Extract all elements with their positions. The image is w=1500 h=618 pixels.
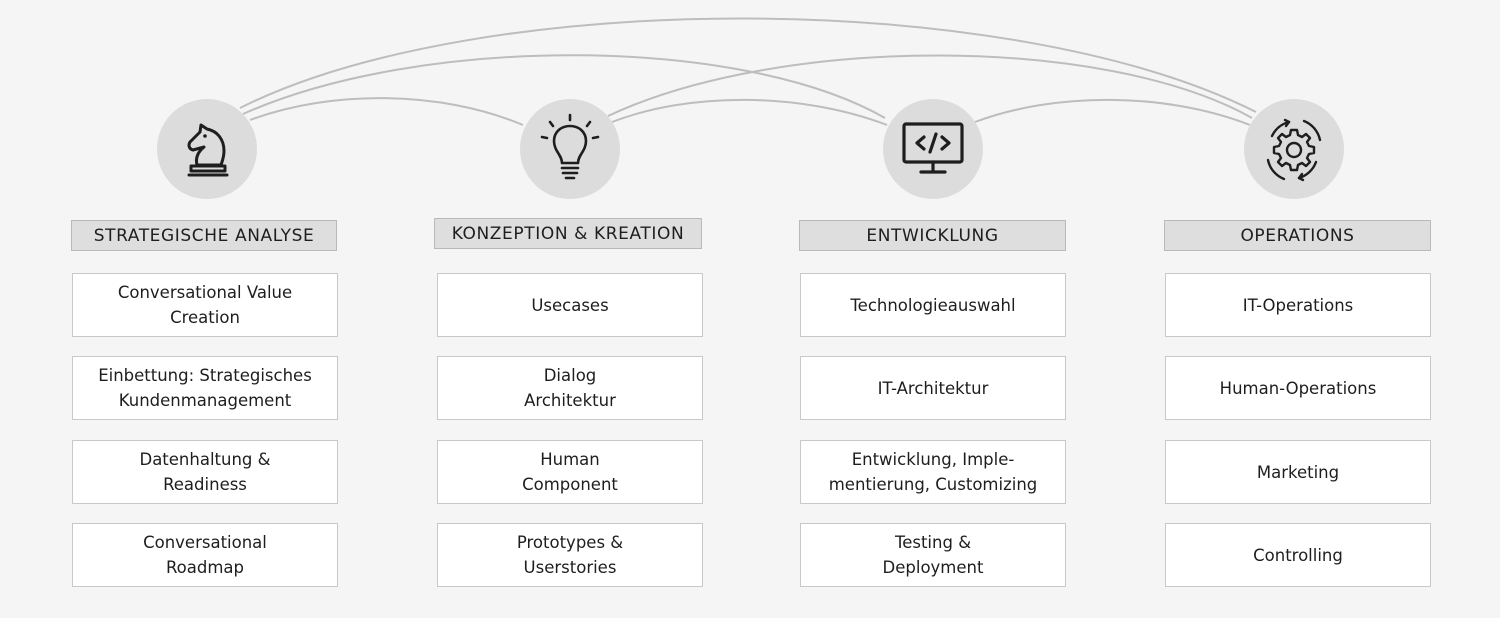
circle-entwicklung	[883, 99, 983, 199]
connector-arc-analyse-kreation	[249, 97, 524, 126]
list-item: Marketing	[1165, 440, 1431, 504]
list-item: Human-Operations	[1165, 356, 1431, 420]
column-header-konzeption-kreation: KONZEPTION & KREATION	[434, 218, 702, 249]
list-item: IT-Operations	[1165, 273, 1431, 337]
list-item: Controlling	[1165, 523, 1431, 587]
monitor-code-icon	[902, 122, 964, 174]
lightbulb-icon	[540, 113, 600, 180]
circle-strategische-analyse	[157, 99, 257, 199]
list-item: Entwicklung, Imple- mentierung, Customiz…	[800, 440, 1066, 504]
chess-knight-icon	[187, 123, 229, 177]
list-item: Prototypes & Userstories	[437, 523, 703, 587]
list-item: Human Component	[437, 440, 703, 504]
list-item: Datenhaltung & Readiness	[72, 440, 338, 504]
list-item: IT-Architektur	[800, 356, 1066, 420]
connector-arc-entwicklung-operations	[974, 98, 1251, 126]
list-item: Conversational Roadmap	[72, 523, 338, 587]
connector-arc-kreation-operations	[607, 54, 1253, 119]
column-header-entwicklung: ENTWICKLUNG	[799, 220, 1066, 251]
circle-konzeption-kreation	[520, 99, 620, 199]
gear-cycle-icon	[1266, 118, 1322, 182]
list-item: Testing & Deployment	[800, 523, 1066, 587]
column-header-strategische-analyse: STRATEGISCHE ANALYSE	[71, 220, 337, 251]
connector-arc-analyse-entwicklung	[242, 54, 886, 119]
list-item: Dialog Architektur	[437, 356, 703, 420]
list-item: Technologieauswahl	[800, 273, 1066, 337]
column-header-operations: OPERATIONS	[1164, 220, 1431, 251]
list-item: Conversational Value Creation	[72, 273, 338, 337]
list-item: Usecases	[437, 273, 703, 337]
connector-arc-kreation-entwicklung	[611, 98, 888, 126]
connector-arc-analyse-operations	[239, 17, 1257, 113]
list-item: Einbettung: Strategisches Kundenmanageme…	[72, 356, 338, 420]
circle-operations	[1244, 99, 1344, 199]
